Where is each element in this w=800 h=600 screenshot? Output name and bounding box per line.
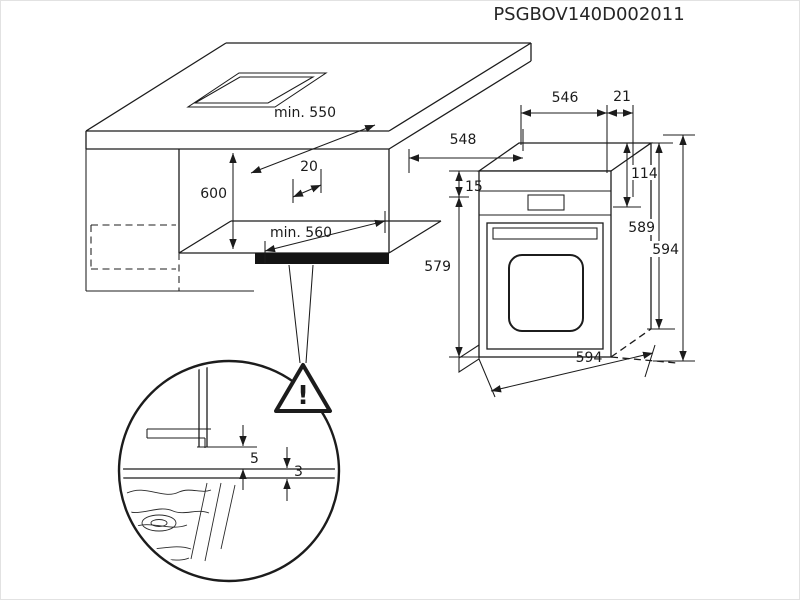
oven-front-face bbox=[478, 170, 612, 358]
ticks-589 bbox=[647, 142, 675, 330]
wood-grain bbox=[123, 508, 210, 514]
ticks-15-579 bbox=[449, 170, 479, 358]
ticks-20 bbox=[292, 169, 322, 203]
ticks-546-21 bbox=[520, 105, 634, 197]
label-bg-114 bbox=[629, 165, 661, 180]
oven-right-face bbox=[611, 143, 651, 357]
dim-546: 546 bbox=[552, 90, 579, 106]
dim-min-560: min. 560 bbox=[270, 225, 332, 241]
arrow-20 bbox=[292, 184, 322, 198]
arrow-min-550 bbox=[250, 124, 376, 174]
worktop-outline bbox=[85, 42, 532, 150]
oven-dimensions: 548 546 21 15 579 114 589 594 594 bbox=[408, 89, 695, 398]
door-glass bbox=[508, 254, 584, 332]
dim-15: 15 bbox=[465, 179, 483, 195]
wood-knot bbox=[150, 519, 168, 527]
dim-3: 3 bbox=[294, 464, 303, 480]
oven-base-foot bbox=[458, 344, 480, 373]
cabinet-side bbox=[85, 149, 254, 292]
oven-trim-strip bbox=[255, 253, 389, 264]
warning-exclamation: ! bbox=[297, 381, 309, 411]
dim-21: 21 bbox=[613, 89, 631, 105]
dim-600: 600 bbox=[200, 186, 227, 202]
hidden-cabinet-lines bbox=[90, 224, 180, 291]
wood-knot bbox=[141, 514, 177, 532]
detail-contents bbox=[123, 365, 335, 564]
shelf-lines bbox=[123, 468, 335, 479]
warning-triangle-icon bbox=[274, 363, 332, 413]
warning-sign: ! bbox=[274, 363, 332, 413]
ticks-548 bbox=[408, 129, 524, 173]
ticks-594-bottom bbox=[478, 344, 656, 398]
detail-view: 5 3 bbox=[117, 359, 341, 583]
part-number: PSGBOV140D002011 bbox=[493, 4, 684, 25]
dim-589: 589 bbox=[628, 220, 655, 236]
ticks-min-560 bbox=[264, 211, 386, 263]
label-bg-589 bbox=[619, 219, 657, 235]
dim-114: 114 bbox=[631, 166, 658, 182]
door-handle bbox=[492, 227, 598, 240]
detail-circle bbox=[117, 359, 341, 583]
wood-grain bbox=[126, 489, 212, 495]
detail-pointer-lines bbox=[288, 264, 314, 364]
oven-hidden-edges bbox=[610, 328, 678, 364]
cabinet-dimensions: 600 min. 550 20 min. 560 bbox=[200, 105, 386, 263]
cabinet-drawing bbox=[85, 42, 532, 364]
dim-579: 579 bbox=[424, 259, 451, 275]
oven-door bbox=[486, 222, 604, 350]
label-bg-594 bbox=[643, 241, 681, 257]
dim-5: 5 bbox=[250, 451, 259, 467]
hob-cutout bbox=[186, 72, 328, 108]
ticks-594-right bbox=[653, 134, 695, 362]
dim-min-550: min. 550 bbox=[274, 105, 336, 121]
arrow-594-bottom bbox=[490, 351, 654, 393]
dim-20: 20 bbox=[300, 159, 318, 175]
control-panel bbox=[479, 190, 611, 216]
support-rail bbox=[146, 428, 211, 448]
dim-594-bottom: 594 bbox=[576, 350, 603, 366]
arrow-min-560 bbox=[264, 219, 386, 253]
dim-548: 548 bbox=[450, 132, 477, 148]
display-window bbox=[527, 194, 565, 211]
oven-drawing bbox=[458, 142, 678, 373]
wood-hatch bbox=[190, 482, 236, 562]
dim-594-right: 594 bbox=[652, 242, 679, 258]
